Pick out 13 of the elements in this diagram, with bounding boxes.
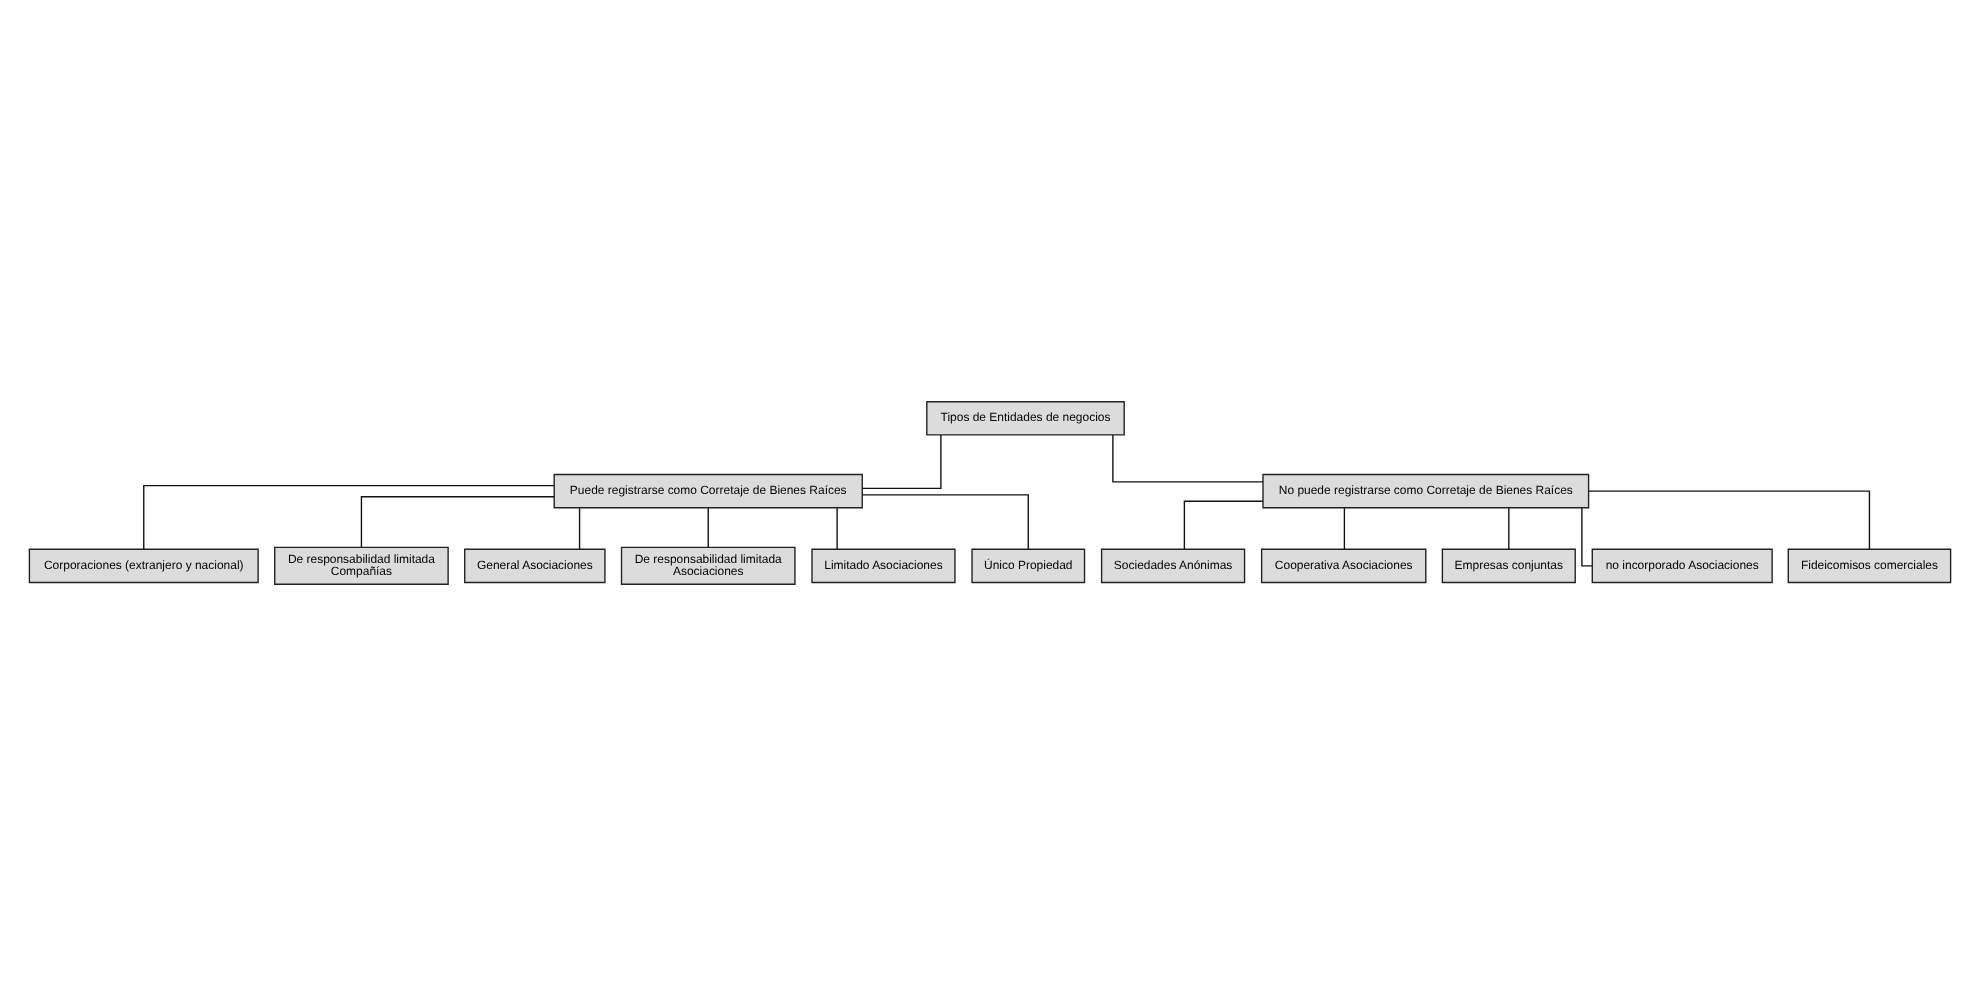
connector bbox=[1183, 500, 1264, 550]
connector bbox=[1508, 507, 1510, 550]
connector bbox=[1588, 490, 1871, 550]
connector bbox=[861, 494, 1029, 550]
connector bbox=[707, 507, 709, 549]
connector bbox=[578, 507, 581, 550]
connector bbox=[143, 484, 555, 550]
connector bbox=[1581, 507, 1593, 567]
connector bbox=[360, 496, 555, 549]
connector bbox=[1343, 507, 1346, 550]
connector bbox=[836, 507, 838, 550]
connector bbox=[861, 434, 942, 490]
connector bbox=[1112, 434, 1264, 483]
